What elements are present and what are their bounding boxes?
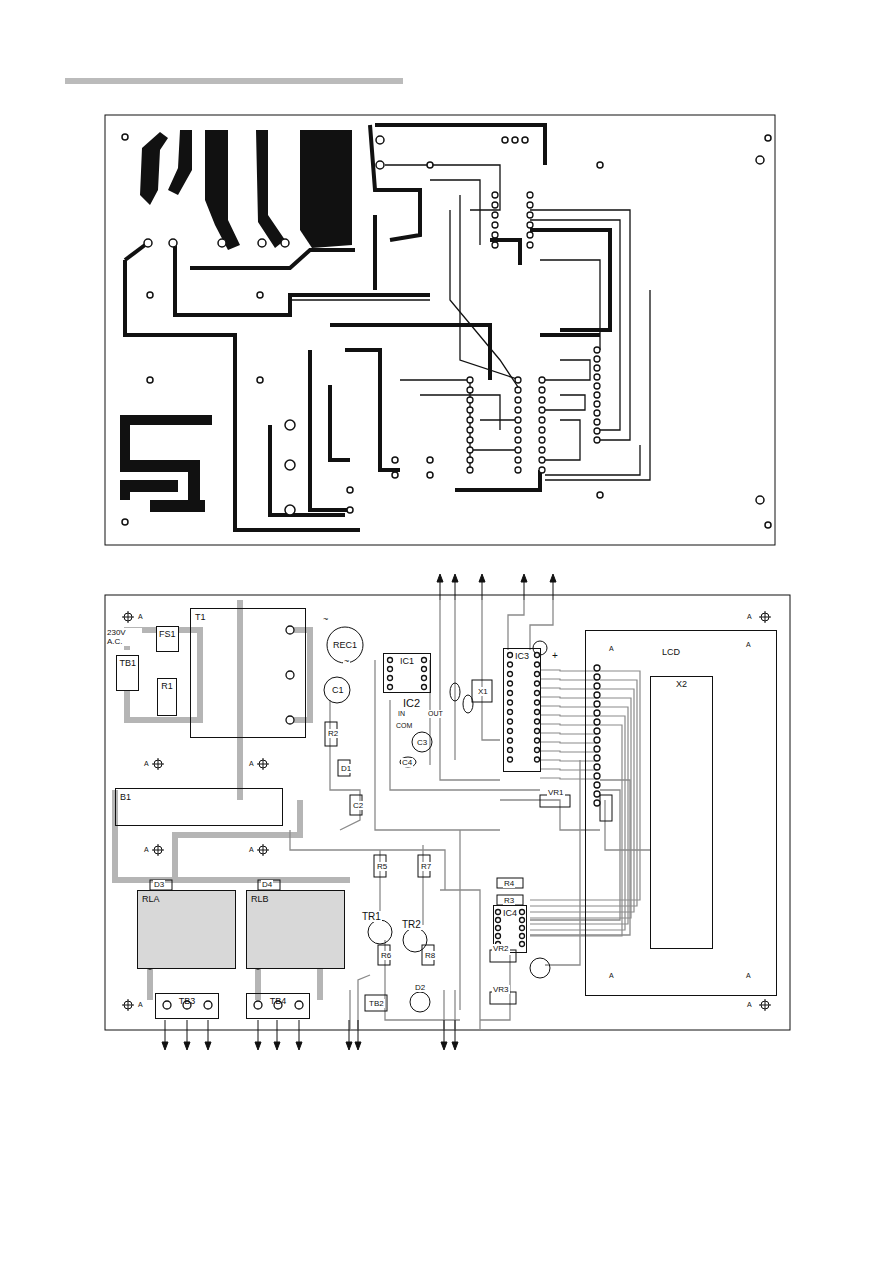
component-outline: IC3 [503, 648, 541, 772]
part-name: IC1 [384, 654, 430, 666]
part-label: A [248, 760, 255, 768]
part-label: IN [397, 710, 406, 718]
part-label: A [745, 641, 752, 649]
part-label: ~ [322, 614, 329, 624]
component-outline: FS1 [156, 626, 179, 652]
component-outline: TB3 [155, 993, 219, 1019]
part-name: R1 [158, 679, 176, 691]
part-label: R2 [327, 729, 339, 738]
part-name: RLA [138, 891, 235, 904]
part-label: + [551, 650, 559, 661]
component-outline: R1 [157, 678, 177, 716]
part-name: IC4 [494, 906, 526, 918]
part-name: TB3 [156, 994, 218, 1006]
part-label: R6 [380, 951, 392, 960]
part-label: A [746, 613, 753, 621]
part-label: ~ [343, 656, 350, 666]
part-name: FS1 [157, 627, 178, 639]
part-label: A [746, 1001, 753, 1009]
part-name: RLB [247, 891, 344, 904]
part-label: D1 [340, 764, 352, 773]
component-outline: IC1 [383, 653, 431, 693]
part-label: A [248, 846, 255, 854]
part-label: COM [395, 722, 413, 730]
part-label: IC2 [402, 697, 421, 709]
component-outline: TB1 [116, 655, 139, 691]
part-label: A [143, 846, 150, 854]
part-label: VR2 [492, 944, 510, 953]
part-label: C1 [331, 685, 345, 695]
part-label: A [608, 645, 615, 653]
part-label: R4 [503, 879, 515, 888]
part-label: 230V A.C. [106, 628, 142, 646]
part-name: TB4 [247, 994, 309, 1006]
part-label: VR1 [547, 788, 565, 797]
part-label: C4 [401, 758, 413, 767]
part-label: R3 [503, 896, 515, 905]
part-label: R7 [420, 862, 432, 871]
part-label: TR1 [361, 911, 382, 922]
part-label: REC1 [332, 640, 358, 650]
component-outline: RLA [137, 890, 236, 969]
part-label: A [137, 1001, 144, 1009]
part-name: IC3 [504, 649, 540, 661]
part-label: D2 [414, 983, 426, 992]
part-label: OUT [427, 710, 444, 718]
part-label: C2 [352, 801, 364, 810]
component-outline: B1 [115, 788, 283, 826]
part-label: R8 [424, 951, 436, 960]
part-label: D3 [153, 880, 165, 889]
part-label: TR2 [401, 919, 422, 930]
part-name: B1 [116, 789, 282, 802]
part-label: X1 [477, 687, 489, 696]
part-name: T1 [191, 609, 305, 622]
component-outline: X2 [650, 676, 713, 949]
part-label: VR3 [492, 985, 510, 994]
component-outline: LCDX2 [585, 630, 777, 996]
part-name: X2 [651, 677, 712, 689]
part-label: C3 [416, 738, 428, 747]
component-outline: TB4 [246, 993, 310, 1019]
part-label: A [608, 972, 615, 980]
part-label: A [745, 972, 752, 980]
part-label: R5 [376, 862, 388, 871]
part-name: TB1 [117, 656, 138, 668]
part-label: A [137, 613, 144, 621]
component-outline: RLB [246, 890, 345, 969]
part-label: D4 [261, 880, 273, 889]
part-label: TB2 [368, 999, 385, 1008]
part-label: A [143, 760, 150, 768]
component-outline: T1 [190, 608, 306, 738]
